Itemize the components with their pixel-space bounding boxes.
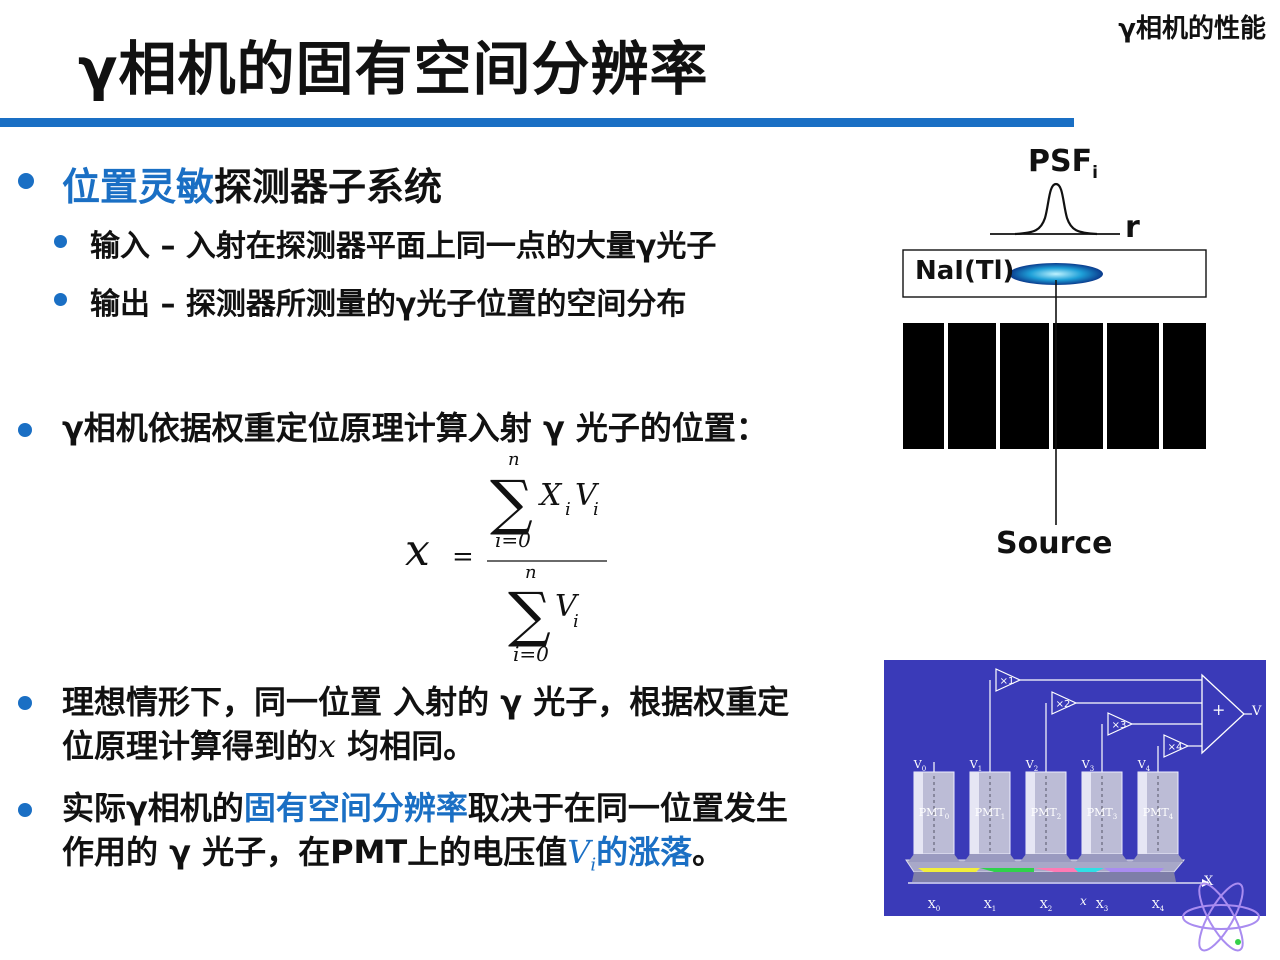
summing-amp <box>1201 673 1245 755</box>
sub-bullet-dot <box>54 293 67 306</box>
num-sigma: ∑ <box>490 468 533 538</box>
weighted-position-formula: x = n ∑ X i V i i=0 n ∑ V i i=0 <box>395 445 625 670</box>
x-axis-label: X <box>1204 874 1214 889</box>
pmt-position-label: X1 <box>984 898 996 913</box>
pmt-label: PMT1 <box>975 806 1005 821</box>
pmt-voltage-label: V0 <box>913 758 926 773</box>
bullet-position-sensitive: 位置灵敏探测器子系统 <box>62 156 442 211</box>
num-V-sub: i <box>593 499 599 520</box>
pmt-position-label: X2 <box>1040 898 1052 913</box>
formula-lhs: x <box>405 525 430 576</box>
bullet-text: 探测器子系统 <box>214 165 443 209</box>
highlight-fluctuation: 的涨落 <box>596 833 693 871</box>
light-guide-edge <box>912 872 1176 882</box>
den-V-sub: i <box>573 611 579 632</box>
output-voltage-label: V <box>1252 704 1262 719</box>
slide-title: γ相机的固有空间分辨率 <box>78 35 709 103</box>
psf-label: PSFi <box>1028 144 1098 183</box>
atom-logo-icon <box>1182 882 1260 952</box>
multiplier-amp <box>1163 734 1190 758</box>
var-V-sub: i <box>590 854 597 876</box>
multiplier-label: ×2 <box>1056 699 1071 710</box>
psf-curve <box>1014 182 1098 236</box>
light-share-4 <box>1104 868 1164 872</box>
bullet-weighting-principle: γ相机依据权重定位原理计算入射 γ 光子的位置： <box>62 409 768 447</box>
den-V: V <box>555 589 580 624</box>
num-upper-limit: n <box>508 449 520 470</box>
bullet-intrinsic-resolution: 实际γ相机的固有空间分辨率取决于在同一位置发生 作用的 γ 光子，在PMT上的电… <box>62 786 892 887</box>
light-share-3 <box>1074 868 1104 872</box>
sum-sign: + <box>1212 700 1226 719</box>
formula-equals: = <box>452 542 474 572</box>
pmt-tube <box>1132 771 1184 862</box>
ideal-text-end: 均相同。 <box>336 727 476 765</box>
multiplier-label: ×4 <box>1168 742 1183 753</box>
var-V: V <box>567 833 591 871</box>
light-share-1 <box>980 868 1034 872</box>
pmt-label: PMT0 <box>919 806 949 821</box>
pmt-position-label: X3 <box>1096 898 1108 913</box>
bullet-dot <box>18 423 32 437</box>
collimator-septa <box>944 323 1163 449</box>
pmt-label: PMT4 <box>1143 806 1174 821</box>
actual-text: 实际γ相机的 <box>62 789 244 827</box>
ideal-text: 位原理计算得到的 <box>62 727 319 765</box>
actual-line-1: 实际γ相机的固有空间分辨率取决于在同一位置发生 <box>62 786 892 830</box>
sub-bullet-input: 输入 – 入射在探测器平面上同一点的大量γ光子 <box>90 229 717 264</box>
bullet-dot <box>18 173 34 189</box>
r-label: r <box>1125 210 1140 245</box>
period: 。 <box>692 833 725 871</box>
event-x-label: x <box>1080 894 1087 908</box>
pmt-tube <box>964 771 1016 862</box>
actual-line-2: 作用的 γ 光子，在PMT上的电压值Vi的涨落。 <box>62 830 892 887</box>
pmt-voltage-label: V2 <box>1025 758 1038 773</box>
num-lower-limit: i=0 <box>495 528 531 552</box>
ideal-line-1: 理想情形下，同一位置 入射的 γ 光子，根据权重定 <box>62 683 790 721</box>
crystal-label: NaI(Tl) <box>915 256 1015 286</box>
pmt-label: PMT3 <box>1087 806 1117 821</box>
multiplier-amp <box>995 668 1022 692</box>
num-V: V <box>575 478 600 513</box>
multiplier-amp <box>1051 691 1078 715</box>
ideal-line-2: 位原理计算得到的x 均相同。 <box>62 724 892 768</box>
pmt-position-label: X4 <box>1152 898 1165 913</box>
pmt-label: PMT2 <box>1031 806 1061 821</box>
multiplier-label: ×1 <box>1000 676 1015 687</box>
pmt-tube <box>1076 771 1128 862</box>
psf-text: PSF <box>1028 144 1093 179</box>
collimator <box>903 323 1206 449</box>
pmt-voltage-label: V1 <box>969 758 982 773</box>
bullet-dot <box>18 696 32 710</box>
pmt-voltage-label: V4 <box>1137 758 1151 773</box>
scintillation-flash <box>1009 263 1103 285</box>
den-upper-limit: n <box>525 562 537 583</box>
multiplier-label: ×3 <box>1112 720 1127 731</box>
sub-bullet-dot <box>54 235 67 248</box>
bullet-ideal-case: 理想情形下，同一位置 入射的 γ 光子，根据权重定 位原理计算得到的x 均相同。 <box>62 680 892 768</box>
bullet-dot <box>18 803 32 817</box>
pmt-tube <box>1020 771 1072 862</box>
num-X: X <box>538 478 563 513</box>
pmt-voltage-label: V3 <box>1081 758 1094 773</box>
var-x: x <box>318 727 337 765</box>
actual-text-3: 作用的 γ 光子，在PMT上的电压值 <box>62 833 568 871</box>
den-sigma: ∑ <box>508 580 551 650</box>
actual-text-2: 取决于在同一位置发生 <box>467 789 788 827</box>
source-label: Source <box>996 526 1113 561</box>
detector-psf-diagram: PSFi r NaI(Tl) Source <box>895 140 1225 570</box>
pmt-tube <box>908 771 960 862</box>
highlight-intrinsic-resolution: 固有空间分辨率 <box>243 789 468 827</box>
psf-sub: i <box>1092 163 1098 183</box>
highlight-position-sensitive: 位置灵敏 <box>62 165 215 209</box>
title-divider <box>0 118 1074 127</box>
num-X-sub: i <box>565 499 571 520</box>
den-lower-limit: i=0 <box>513 642 549 666</box>
sub-bullet-output: 输出 – 探测器所测量的γ光子位置的空间分布 <box>90 287 687 322</box>
section-label: γ相机的性能 <box>1118 14 1266 44</box>
multiplier-amp <box>1107 712 1134 736</box>
pmt-position-label: X0 <box>928 898 940 913</box>
light-share-0 <box>918 868 980 872</box>
